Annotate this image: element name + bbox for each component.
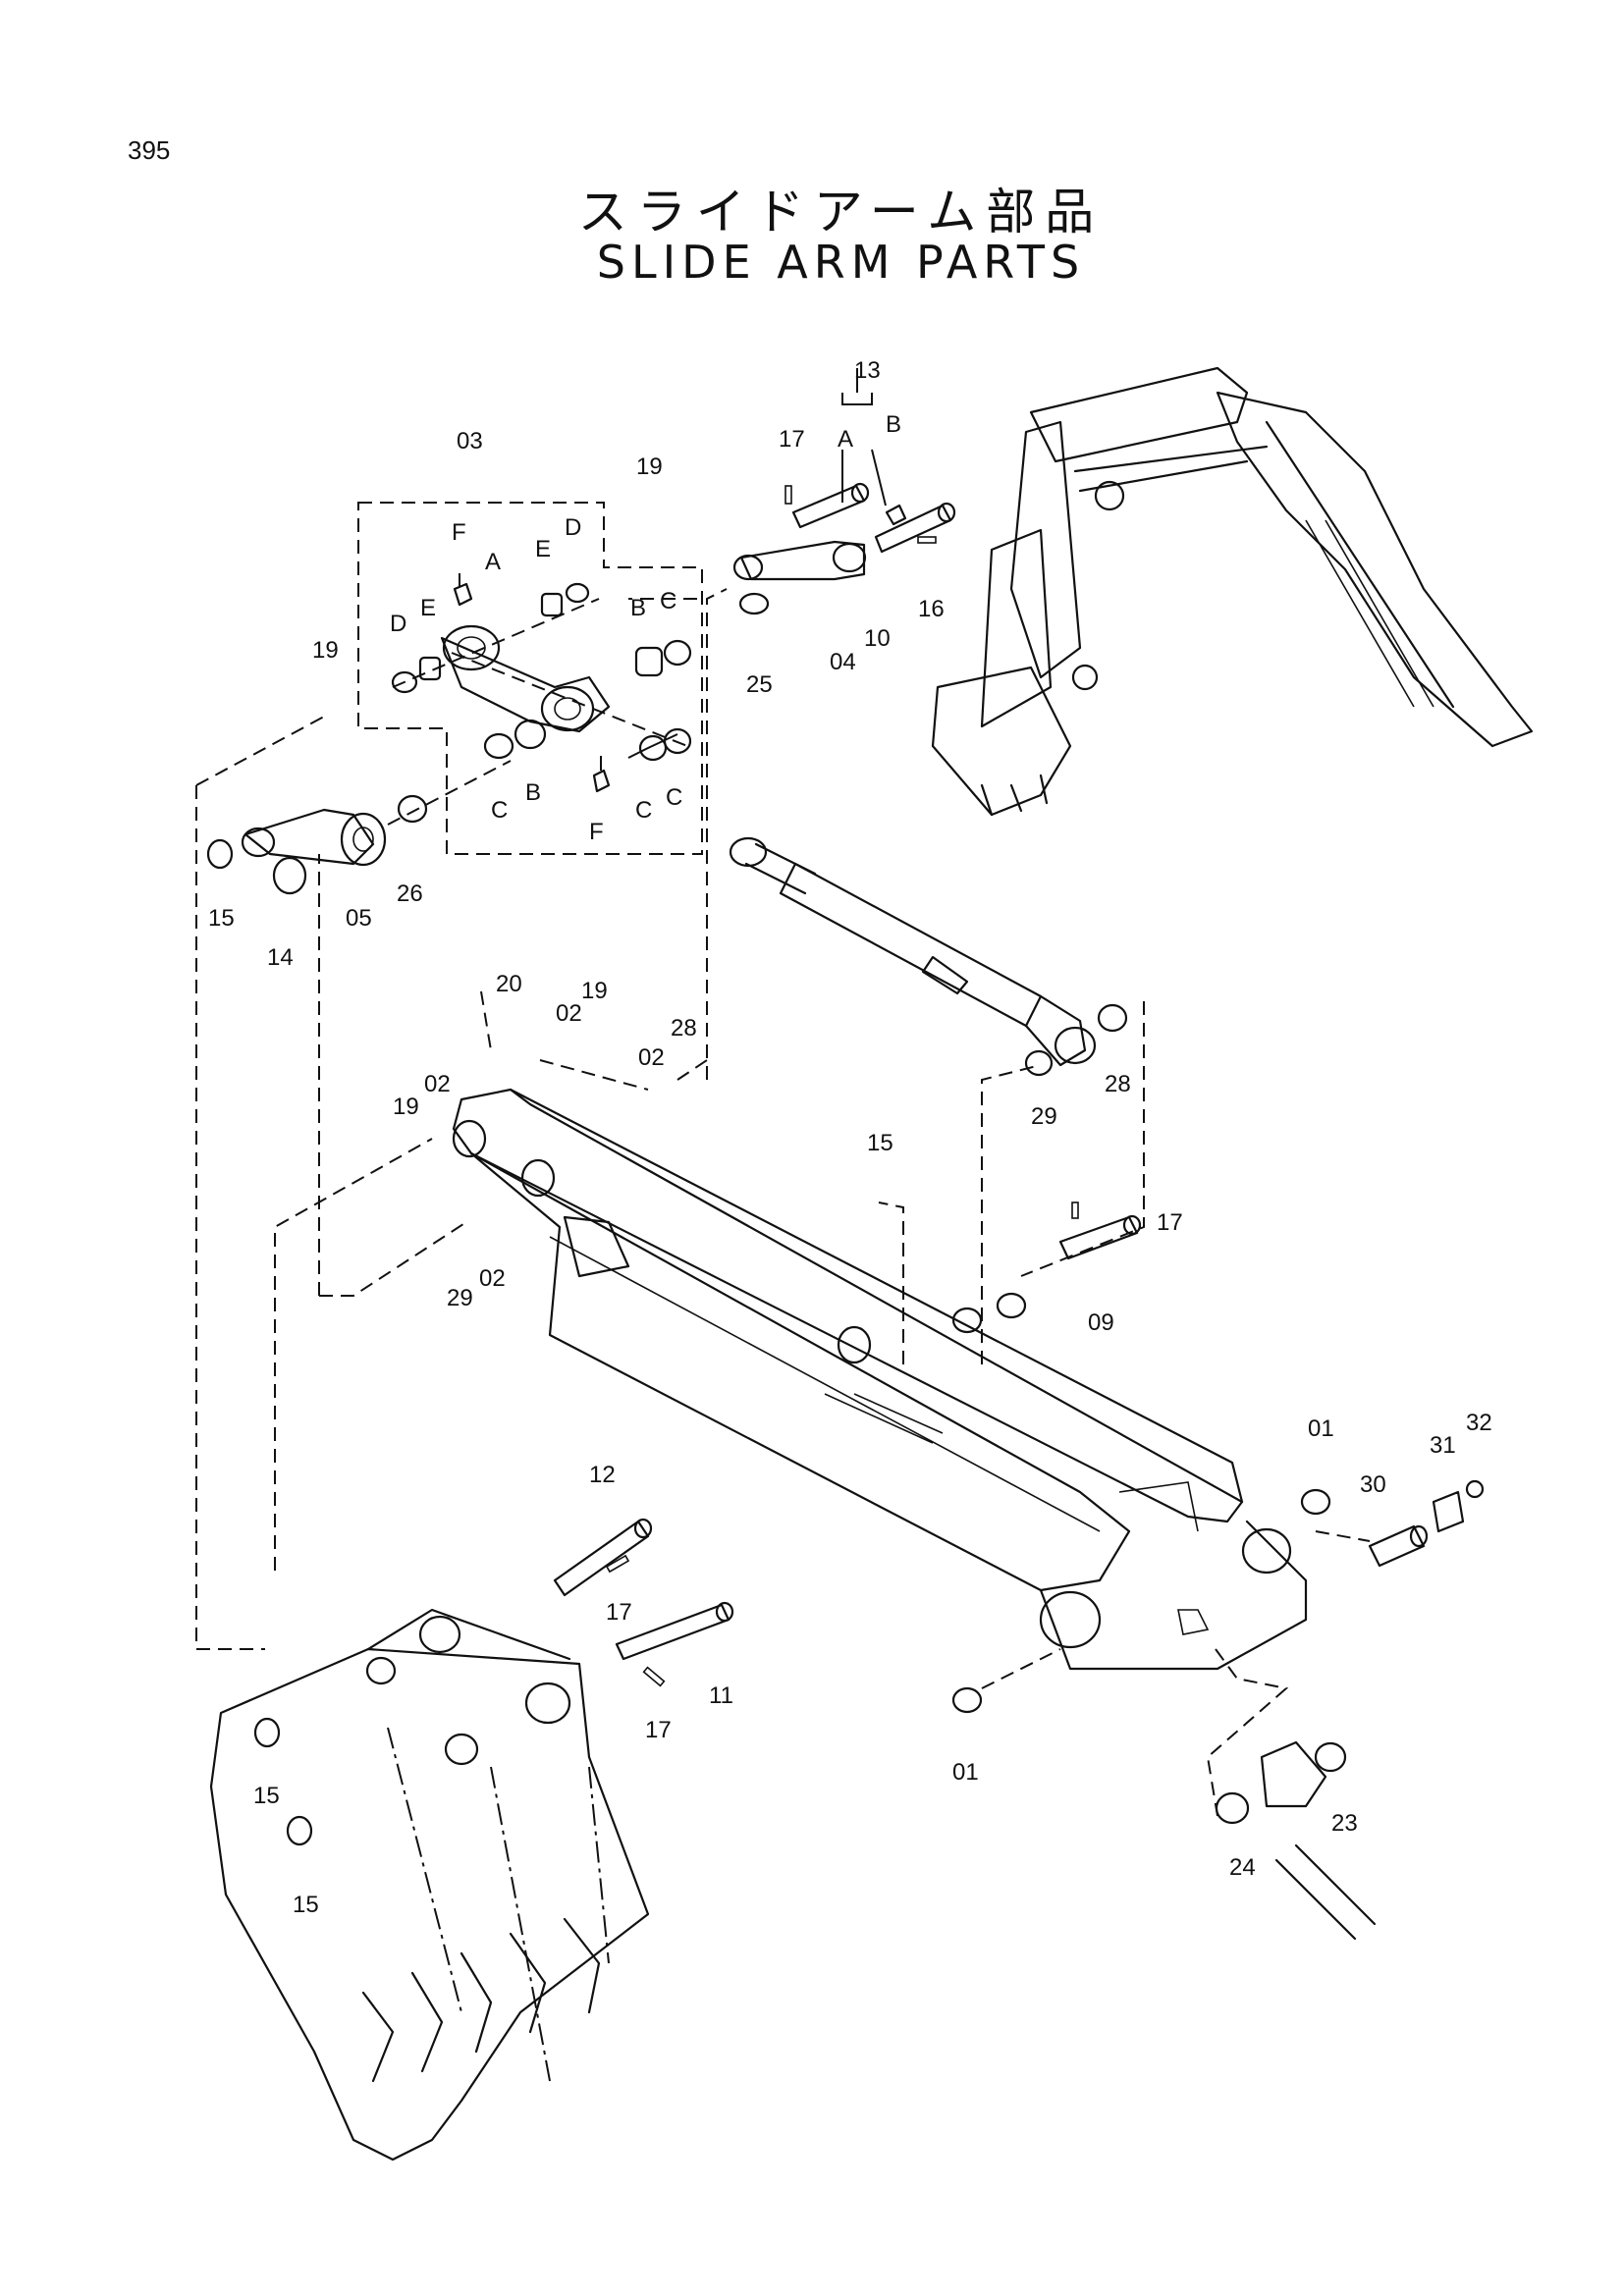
label-E: E xyxy=(535,536,551,562)
label-16: 16 xyxy=(918,596,945,622)
label-B: B xyxy=(525,779,541,806)
label-24: 24 xyxy=(1229,1854,1256,1881)
title-japanese: スライドアーム部品 xyxy=(577,184,1105,240)
side-link-05 xyxy=(206,760,512,895)
title-english: SLIDE ARM PARTS xyxy=(596,236,1086,289)
arm-end-pins xyxy=(951,1201,1485,1714)
label-02: 02 xyxy=(556,1000,582,1027)
label-15: 15 xyxy=(867,1130,893,1156)
label-19: 19 xyxy=(312,637,339,664)
label-29: 29 xyxy=(1031,1103,1057,1130)
excavator-overview-illustration xyxy=(931,366,1534,817)
label-02: 02 xyxy=(479,1265,506,1292)
label-11: 11 xyxy=(709,1682,733,1709)
top-pin-link-04 xyxy=(732,368,956,615)
label-A: A xyxy=(838,426,853,453)
bucket-pins xyxy=(553,1518,734,1687)
label-19: 19 xyxy=(393,1094,419,1120)
label-12: 12 xyxy=(589,1462,616,1488)
label-03: 03 xyxy=(457,428,483,454)
label-C: C xyxy=(635,797,652,824)
page-number: 395 xyxy=(128,135,171,165)
label-29: 29 xyxy=(447,1285,473,1311)
label-28: 28 xyxy=(671,1015,697,1041)
label-19: 19 xyxy=(581,978,608,1004)
label-17: 17 xyxy=(1157,1209,1183,1236)
label-01: 01 xyxy=(952,1759,979,1786)
slide-arm-body xyxy=(452,1088,1308,1671)
label-D: D xyxy=(390,611,406,637)
label-26: 26 xyxy=(397,881,423,907)
label-15: 15 xyxy=(253,1783,280,1809)
label-02: 02 xyxy=(424,1071,451,1097)
label-B: B xyxy=(630,595,646,621)
bucket xyxy=(209,1608,650,2162)
label-C: C xyxy=(491,797,508,824)
label-15: 15 xyxy=(208,905,235,932)
label-02: 02 xyxy=(638,1044,665,1071)
part-labels: 03 19 F A E D D E B C 19 C B C C F 13 17… xyxy=(208,357,1492,1918)
label-D: D xyxy=(565,514,581,541)
connection-lines xyxy=(195,588,1371,1817)
label-10: 10 xyxy=(864,625,891,652)
label-C: C xyxy=(660,588,676,614)
label-05: 05 xyxy=(346,905,372,932)
lower-cylinder-end xyxy=(1215,1740,1377,1941)
label-32: 32 xyxy=(1466,1410,1492,1436)
label-09: 09 xyxy=(1088,1309,1114,1336)
label-31: 31 xyxy=(1430,1432,1456,1459)
label-20: 20 xyxy=(496,971,522,997)
label-19: 19 xyxy=(636,454,663,480)
label-17: 17 xyxy=(606,1599,632,1626)
label-F: F xyxy=(589,819,604,845)
label-25: 25 xyxy=(746,671,773,698)
label-04: 04 xyxy=(830,649,856,675)
label-17: 17 xyxy=(645,1717,672,1743)
label-C: C xyxy=(666,784,682,811)
label-28: 28 xyxy=(1105,1071,1131,1097)
label-17: 17 xyxy=(779,426,805,453)
label-A: A xyxy=(485,549,501,575)
bucket-link-assembly-group xyxy=(357,502,703,855)
label-E: E xyxy=(420,595,436,621)
label-15: 15 xyxy=(293,1892,319,1918)
label-01: 01 xyxy=(1308,1415,1334,1442)
label-23: 23 xyxy=(1331,1810,1358,1837)
label-30: 30 xyxy=(1360,1471,1386,1498)
label-B: B xyxy=(886,411,901,438)
label-14: 14 xyxy=(267,944,294,971)
hydraulic-cylinder xyxy=(729,836,1128,1077)
label-13: 13 xyxy=(854,357,881,384)
label-F: F xyxy=(452,519,466,546)
